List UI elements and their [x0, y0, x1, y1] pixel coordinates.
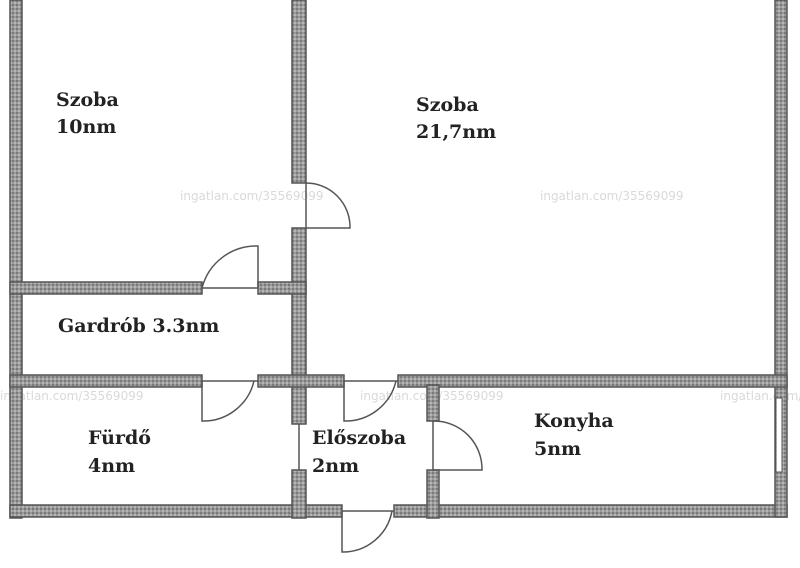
wall-bath-top-mid: [257, 374, 345, 388]
wall-central-bottom: [291, 227, 307, 425]
room-name-eloszoba: Előszoba: [312, 427, 406, 449]
room-name-gardrob: Gardrób 3.3nm: [58, 315, 219, 337]
wall-bath-right: [291, 469, 307, 519]
door-gardrob: [201, 380, 258, 422]
room-labels: Szoba 10nm Szoba 21,7nm Gardrób 3.3nm Fü…: [56, 89, 614, 477]
wall-bottom-right: [393, 504, 788, 518]
room-area-szoba-small: 10nm: [56, 116, 116, 138]
room-area-eloszoba: 2nm: [312, 455, 359, 477]
wall-bath-top-left: [9, 374, 203, 388]
kitchen-window: [775, 397, 783, 473]
watermark: ingatlan.com/35569099: [0, 389, 143, 403]
door-hall-top: [343, 380, 398, 422]
room-name-konyha: Konyha: [534, 410, 614, 432]
wall-small-room-bottom-right: [257, 281, 307, 295]
wall-bath-top-right: [397, 374, 788, 388]
room-name-szoba-small: Szoba: [56, 89, 119, 111]
wall-outer-left: [9, 0, 23, 519]
wall-kitchen-left-top: [426, 384, 440, 422]
door-kitchen: [432, 420, 483, 471]
watermark: ingatlan.com/35569099: [180, 189, 323, 203]
door-entrance: [341, 510, 394, 553]
doors: [201, 182, 483, 553]
wall-central-top: [291, 0, 307, 184]
watermark: ingatlan.com/35569099: [720, 389, 800, 403]
room-area-szoba-large: 21,7nm: [416, 121, 496, 143]
door-large-room: [305, 182, 351, 229]
room-area-konyha: 5nm: [534, 438, 581, 460]
watermarks: ingatlan.com/35569099 ingatlan.com/35569…: [0, 189, 800, 403]
wall-outer-right: [774, 0, 788, 386]
wall-small-room-bottom-left: [9, 281, 203, 295]
room-area-furdo: 4nm: [88, 455, 135, 477]
room-name-szoba-large: Szoba: [416, 94, 479, 116]
wall-kitchen-left-bottom: [426, 469, 440, 519]
watermark: ingatlan.com/35569099: [540, 189, 683, 203]
room-name-furdo: Fürdő: [88, 427, 151, 449]
door-small-room: [201, 245, 259, 289]
